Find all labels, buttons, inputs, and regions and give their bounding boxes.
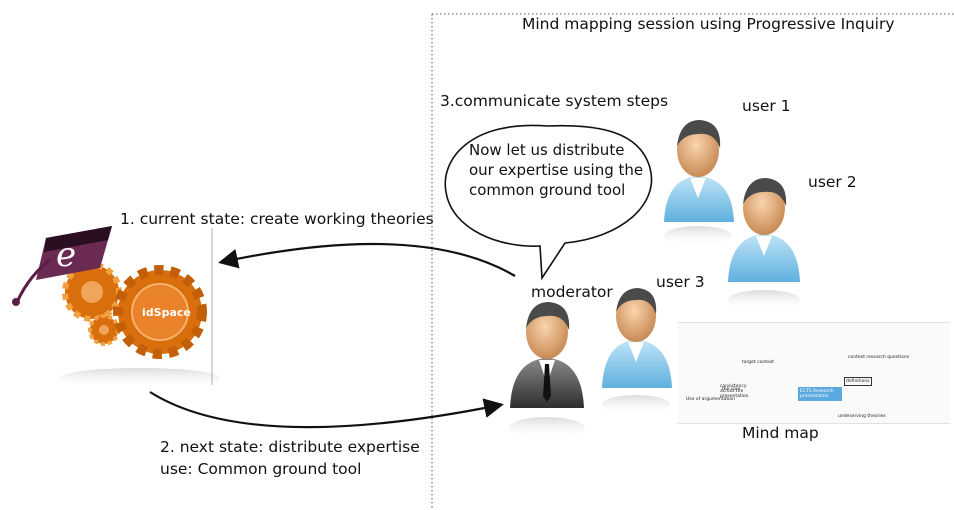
- arrow-current-state: [218, 242, 516, 277]
- graduation-cap-icon: e: [12, 226, 112, 306]
- user-3-label: user 3: [656, 273, 705, 291]
- speech-bubble: [444, 124, 653, 281]
- mind-map-caption: Mind map: [742, 424, 819, 442]
- mind-map-node: context research questions: [848, 355, 910, 360]
- step2-label: 2. next state: distribute expertise use:…: [160, 436, 420, 480]
- arrow-next-state: [149, 391, 504, 429]
- user-2-figure: [728, 178, 800, 310]
- step2-line1: 2. next state: distribute expertise: [160, 438, 420, 456]
- idspace-logo: e: [12, 226, 220, 388]
- mind-map-node: undeserving theories: [838, 414, 886, 419]
- user-1-label: user 1: [742, 97, 791, 115]
- moderator-figure: [509, 302, 585, 439]
- step2-line2: use: Common ground tool: [160, 460, 362, 478]
- moderator-label: moderator: [531, 283, 613, 301]
- step3-label: 3.communicate system steps: [440, 92, 669, 110]
- mind-map-node: Use of argumentation: [686, 397, 735, 402]
- speech-bubble-text: Now let us distribute our expertise usin…: [469, 141, 644, 199]
- large-gear-icon: [113, 265, 207, 359]
- mind-map-central-node: ECTS Research presentation: [798, 387, 842, 401]
- mind-map-thumbnail: target context consistency across the pr…: [678, 322, 950, 424]
- user-2-label: user 2: [808, 173, 857, 191]
- mind-map-node: definitions: [844, 377, 872, 386]
- svg-text:e: e: [56, 235, 76, 275]
- session-title: Mind mapping session using Progressive I…: [522, 15, 895, 33]
- mind-map-node: target context: [742, 360, 775, 365]
- step1-label: 1. current state: create working theorie…: [120, 210, 434, 228]
- user-1-figure: [664, 120, 734, 246]
- mind-map-node: the core: [722, 387, 741, 392]
- idspace-logo-text: idSpace: [142, 306, 191, 319]
- user-3-figure: [602, 288, 672, 415]
- tiny-gear-icon: [88, 314, 120, 346]
- mind-map-node: consistency across the presentation: [720, 384, 749, 399]
